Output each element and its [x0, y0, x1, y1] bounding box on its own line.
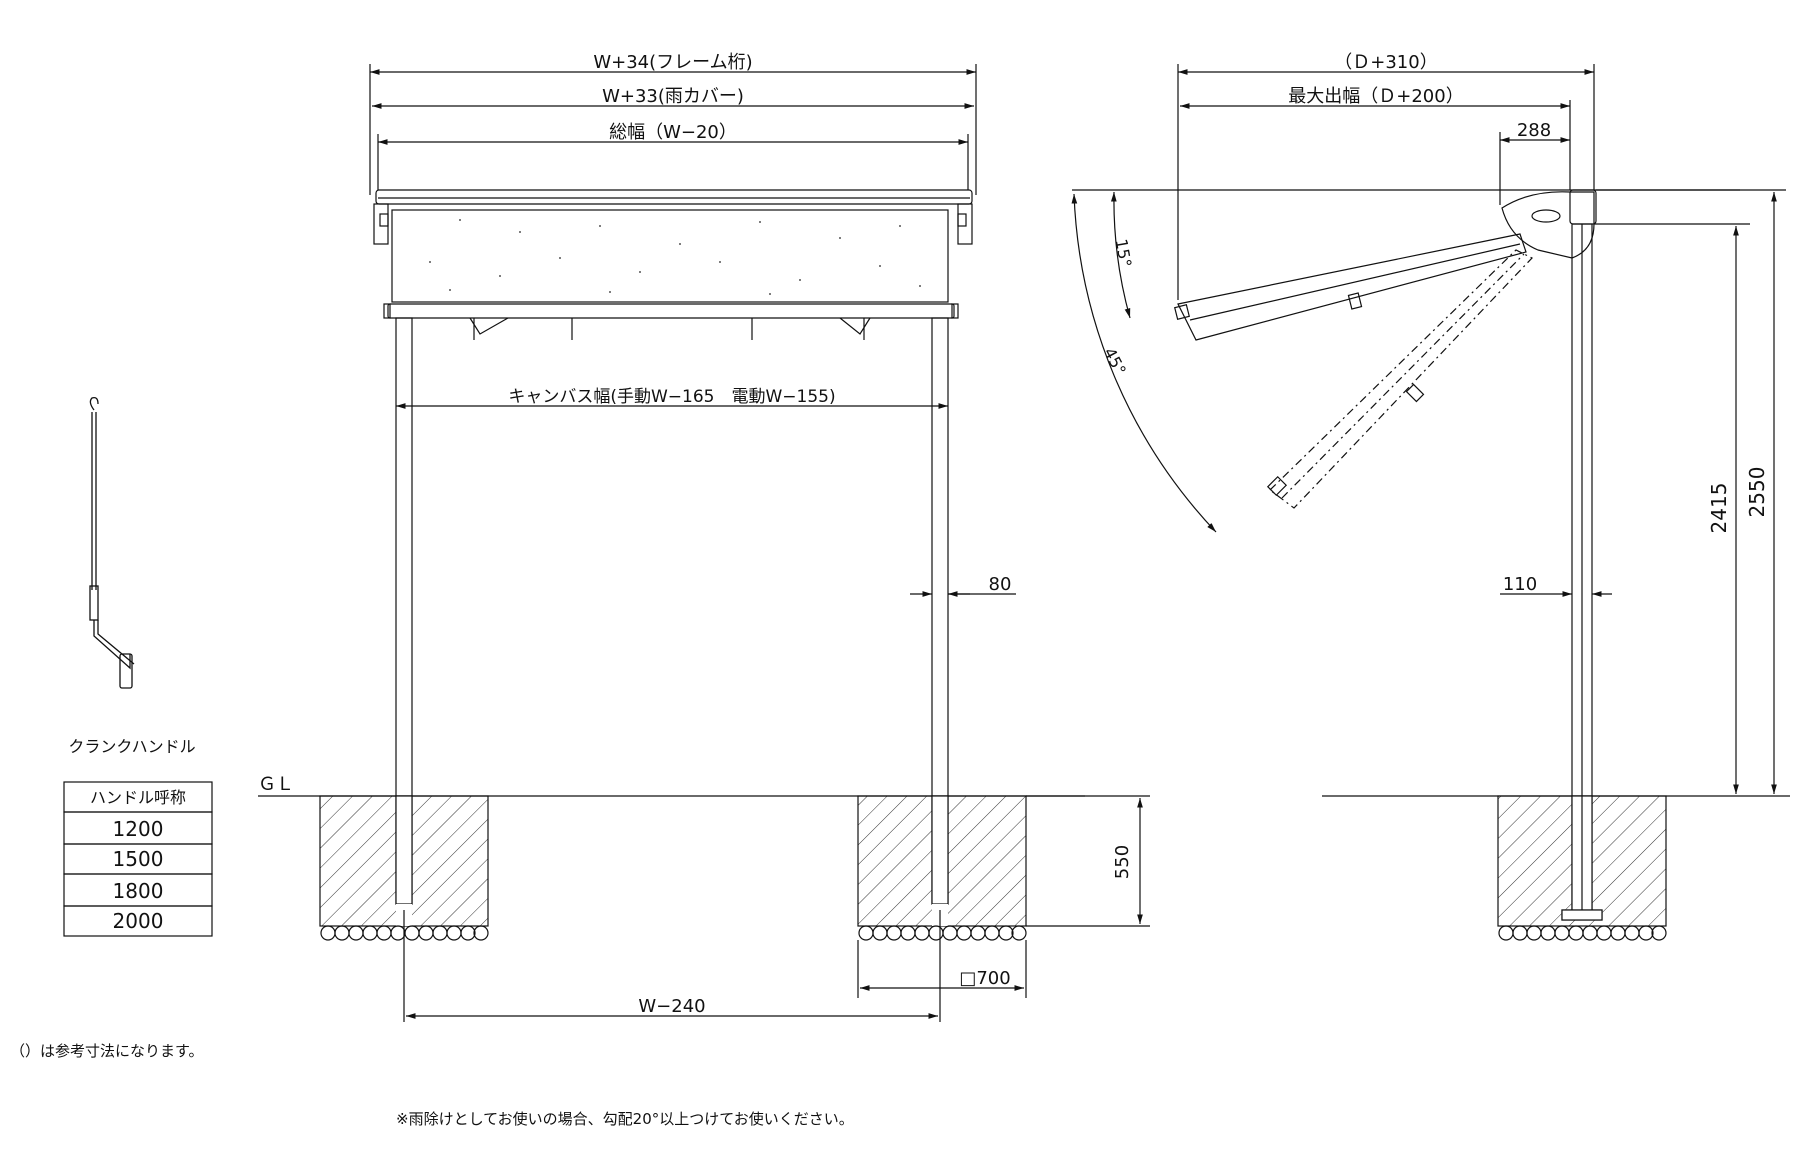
gravel-left: [320, 925, 489, 941]
crank-size-row: 2000: [113, 909, 164, 933]
frame-beam: [375, 189, 973, 205]
dim-depth-line: [1026, 795, 1150, 927]
canvas-texture: [429, 219, 921, 295]
dim-max-projection-text: 最大出幅（Ｄ+200）: [1288, 86, 1463, 107]
dim-post-span-text: W−240: [638, 996, 705, 1017]
dim-height-total-text: 2550: [1745, 467, 1769, 518]
dim-total-width-text: 総幅（W−20）: [609, 122, 737, 143]
crank-table-header: ハンドル呼称: [90, 788, 186, 807]
note-rain-use: ※雨除けとしてお使いの場合、勾配20°以上つけてお使いください。: [396, 1110, 854, 1128]
gravel-right: [858, 925, 1027, 941]
dim-bracket-text: 288: [1517, 120, 1551, 141]
dim-frame-width-text: W+34(フレーム桁): [593, 52, 752, 73]
dim-total-width-line: [377, 134, 969, 190]
gravel-side: [1498, 925, 1667, 941]
arm-15: [1173, 233, 1527, 341]
crank-size-row: 1200: [113, 817, 164, 841]
dim-rain-cover-text: W+33(雨カバー): [602, 86, 744, 107]
crank-title: クランクハンドル: [68, 737, 195, 756]
dim-foundation-text: □700: [959, 968, 1010, 989]
label-gl: ＧＬ: [258, 774, 294, 795]
dim-canvas-width-text: キャンバス幅(手動W−165 電動W−155): [508, 387, 835, 407]
crank-size-row: 1500: [113, 847, 164, 871]
dim-overall-text: （Ｄ+310）: [1334, 52, 1437, 73]
arm-45: [1269, 249, 1533, 509]
angle-arc-45: [1071, 193, 1217, 533]
head-cap: [1569, 189, 1597, 225]
bar-fittings: [469, 317, 871, 340]
dim-post-span-line: [403, 926, 941, 1022]
crank-size-row: 1800: [113, 879, 164, 903]
note-reference: （）は参考寸法になります。: [10, 1042, 204, 1060]
dim-height-total-line: [1596, 189, 1786, 794]
side-view: [1071, 64, 1790, 941]
dim-height-arm-line: [1594, 223, 1750, 794]
dim-height-arm-text: 2415: [1707, 483, 1731, 534]
left-bracket: [373, 203, 389, 245]
dim-foundation-line: [857, 940, 1027, 998]
awning-head: [1501, 191, 1595, 259]
front-bar: [387, 303, 955, 319]
right-bracket: [957, 203, 973, 245]
crank-handle-drawing: [89, 396, 135, 689]
angle-min-text: 15°: [1112, 237, 1136, 268]
brand-logo: [1531, 209, 1561, 223]
dim-bracket-line: [1499, 100, 1571, 205]
dim-side-post-text: 110: [1503, 574, 1537, 595]
front-view: [258, 64, 1150, 1022]
crank-size-table: [63, 781, 213, 937]
dim-depth-text: 550: [1112, 845, 1133, 879]
canvas-roll: [391, 209, 949, 303]
dim-frame-width-line: [369, 64, 977, 195]
dim-post-text: 80: [989, 574, 1012, 595]
